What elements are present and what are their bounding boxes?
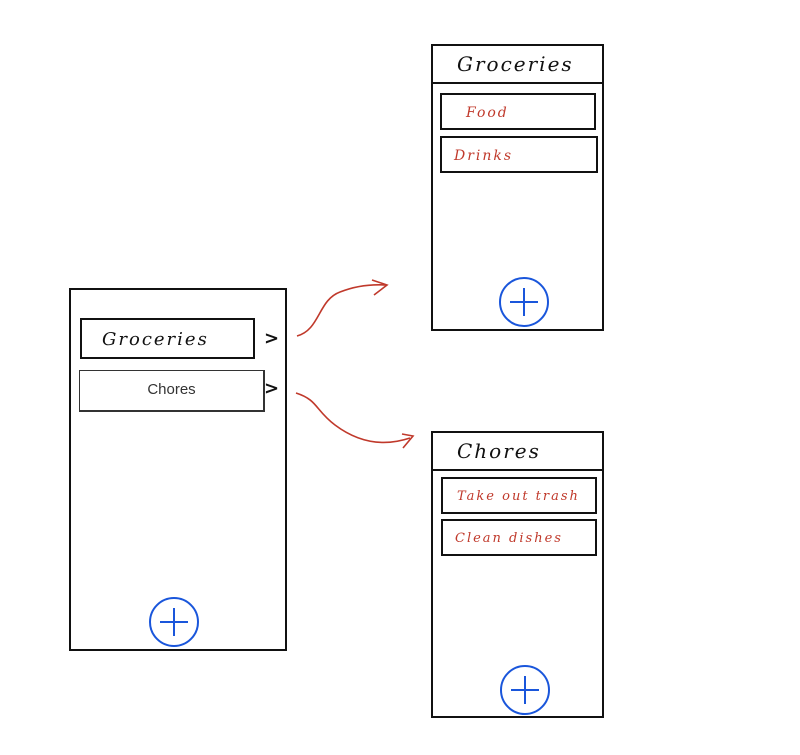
main-screen: Groceries > Chores > [69, 288, 287, 651]
chores-title: Chores [457, 439, 541, 463]
list-item-groceries-label: Groceries [102, 329, 209, 350]
groceries-item-drinks[interactable]: Drinks [440, 136, 598, 173]
plus-circle-icon[interactable] [499, 664, 551, 716]
groceries-screen: Groceries Food Drinks [431, 44, 604, 331]
arrow-to-groceries [296, 283, 387, 337]
list-item-chores-label: Chores [147, 381, 196, 398]
chores-header: Chores [433, 433, 602, 471]
list-item-groceries[interactable]: Groceries [80, 318, 255, 359]
chores-item-take-out-trash[interactable]: Take out trash [441, 477, 597, 514]
chevron-right-icon[interactable]: > [264, 378, 280, 399]
groceries-item-food-label: Food [466, 105, 509, 121]
plus-circle-icon[interactable] [148, 596, 200, 648]
groceries-item-drinks-label: Drinks [454, 148, 514, 164]
arrow-to-chores-head [401, 433, 415, 449]
chevron-right-icon[interactable]: > [264, 328, 280, 349]
chores-item-clean-dishes[interactable]: Clean dishes [441, 519, 597, 556]
groceries-item-food[interactable]: Food [440, 93, 596, 130]
arrow-to-chores [295, 392, 411, 444]
groceries-title: Groceries [457, 52, 574, 76]
chores-item-clean-dishes-label: Clean dishes [455, 531, 563, 546]
chores-screen: Chores Take out trash Clean dishes [431, 431, 604, 718]
groceries-header: Groceries [433, 46, 602, 84]
list-item-chores[interactable]: Chores [79, 370, 265, 412]
plus-circle-icon[interactable] [498, 276, 550, 328]
chores-item-take-out-trash-label: Take out trash [457, 489, 580, 504]
arrow-to-groceries-head [371, 279, 389, 296]
